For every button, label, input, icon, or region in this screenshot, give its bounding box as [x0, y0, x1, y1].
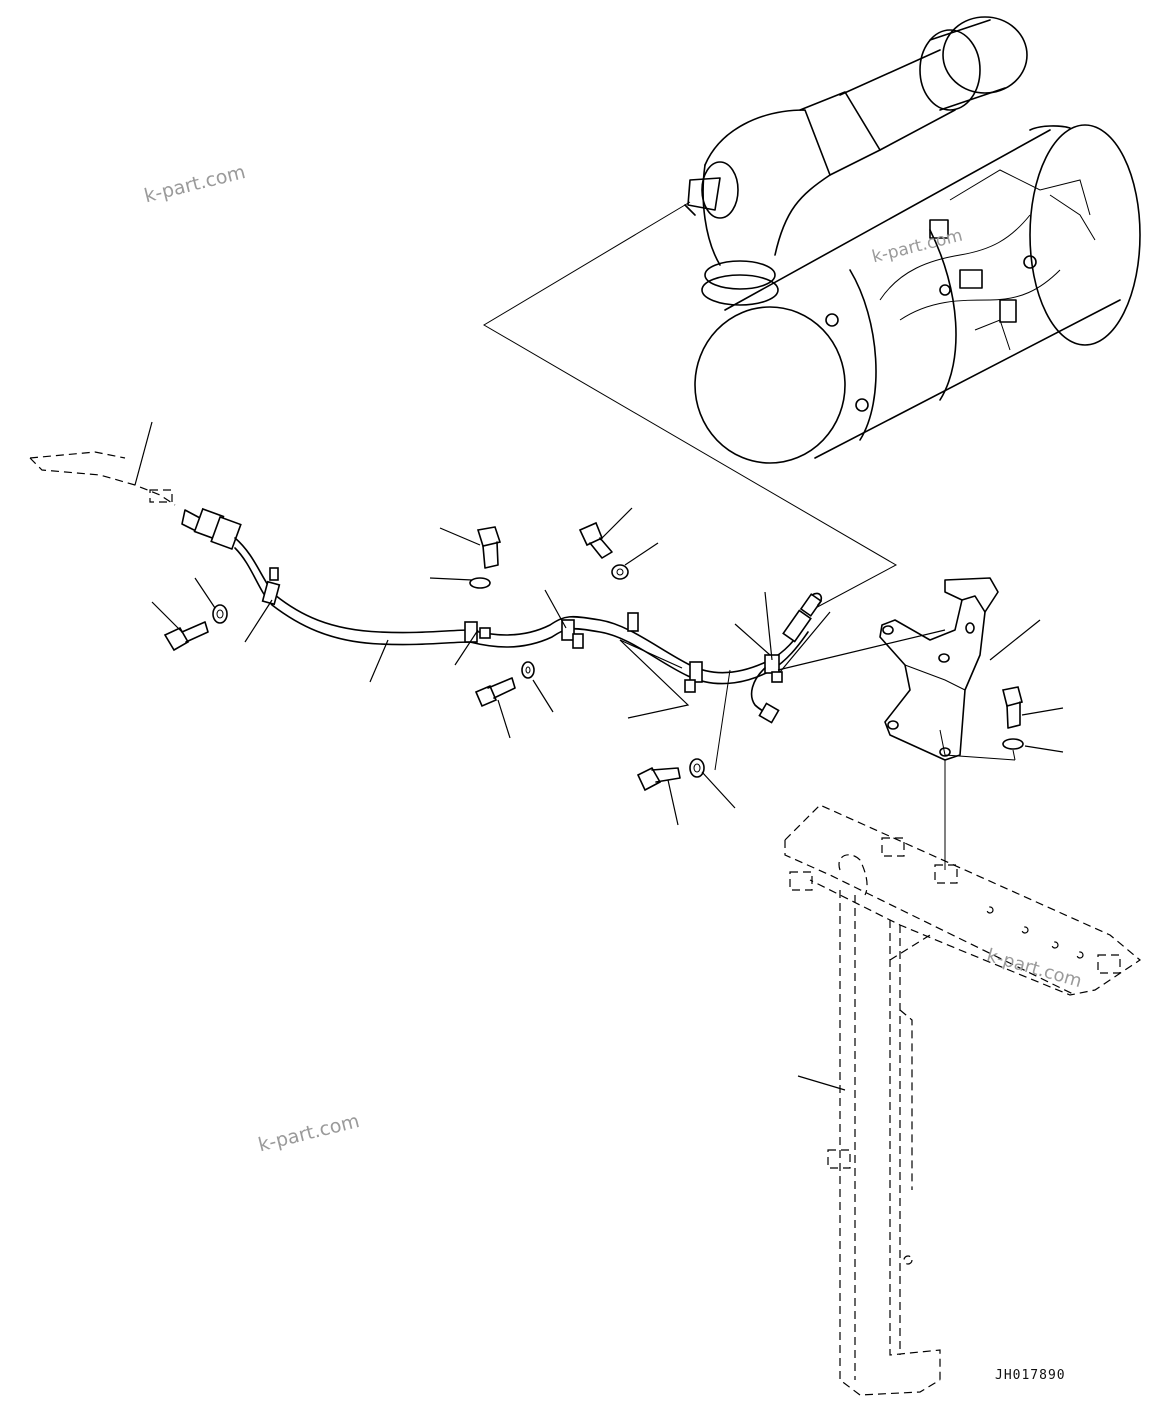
drawing-id-label: JH017890	[995, 1368, 1066, 1383]
washer	[689, 758, 705, 778]
bolt	[578, 521, 613, 559]
clamp	[561, 619, 584, 649]
callout-leaders	[134, 421, 1064, 1091]
washer	[611, 564, 629, 580]
bolt	[636, 766, 681, 792]
bolt	[474, 677, 516, 708]
aftertreatment-assembly	[684, 16, 1141, 464]
washer	[521, 661, 535, 679]
reference-line	[483, 201, 898, 613]
bolt	[476, 526, 502, 569]
washer	[212, 604, 228, 624]
clamp	[261, 567, 281, 606]
clamp	[464, 621, 491, 643]
clamp	[627, 612, 639, 632]
washer	[1002, 738, 1024, 750]
wiring-harness	[29, 451, 823, 771]
bolt	[163, 621, 209, 652]
frame-column	[784, 804, 1142, 1396]
bracket	[879, 577, 1016, 870]
bolt	[1002, 686, 1023, 729]
clamp	[764, 654, 783, 683]
clamp	[684, 661, 703, 693]
washer	[469, 577, 491, 589]
